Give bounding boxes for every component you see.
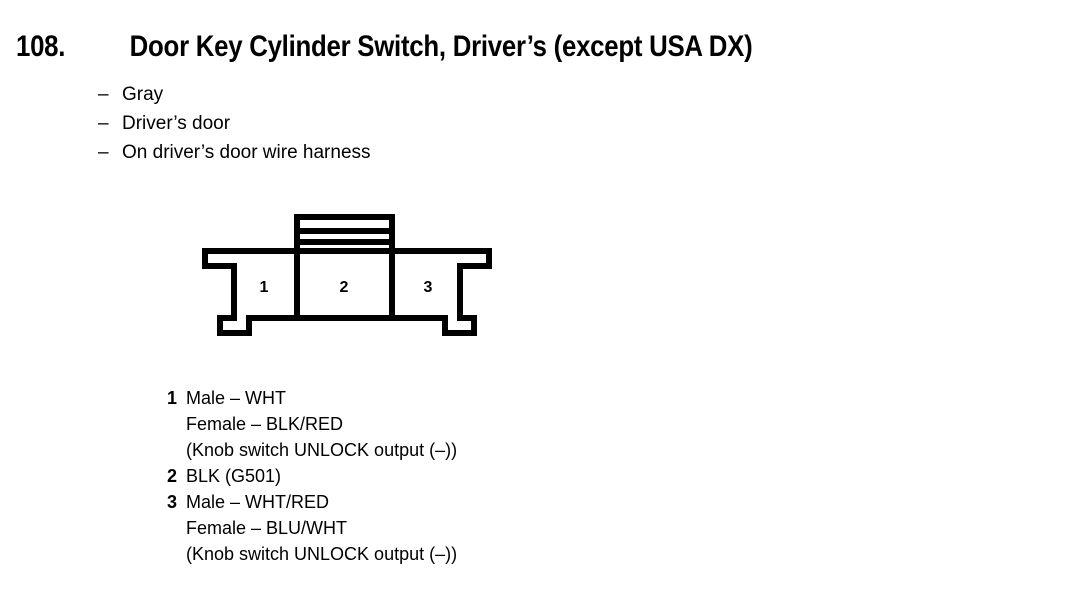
pin-legend-line: (Knob switch UNLOCK output (–)) [186, 544, 458, 564]
attribute-item-label: Driver’s door [122, 113, 231, 134]
attribute-item-color: – Gray [98, 80, 371, 109]
pin-legend-description: Male – WHT/RED Female – BLU/WHT (Knob sw… [186, 489, 457, 567]
pin-legend-entry-3: 3 Male – WHT/RED Female – BLU/WHT (Knob … [152, 489, 457, 567]
pin-legend-number: 2 [166, 466, 177, 486]
attribute-item-location: – Driver’s door [98, 109, 371, 138]
attribute-list: – Gray – Driver’s door – On driver’s doo… [98, 80, 371, 167]
pin-legend-number: 3 [166, 492, 177, 512]
page-title: 108. Door Key Cylinder Switch, Driver’s … [12, 30, 803, 64]
pin-legend-entry-1: 1 Male – WHT Female – BLK/RED (Knob swit… [152, 385, 457, 463]
pin-legend-number: 1 [166, 388, 177, 408]
pin-legend-line: (Knob switch UNLOCK output (–)) [186, 440, 458, 460]
pin-legend: 1 Male – WHT Female – BLK/RED (Knob swit… [152, 385, 457, 567]
connector-diagram: 1 2 3 [202, 214, 492, 339]
cavity-number-2: 2 [340, 279, 349, 296]
page-title-number: 108. [16, 30, 66, 63]
pin-legend-description: Male – WHT Female – BLK/RED (Knob switch… [186, 385, 457, 463]
pin-legend-line: Female – BLU/WHT [186, 518, 348, 538]
pin-legend-line: Female – BLK/RED [186, 414, 344, 434]
page-title-text: Door Key Cylinder Switch, Driver’s (exce… [129, 30, 753, 63]
pin-legend-description: BLK (G501) [186, 463, 281, 489]
connector-body-path [202, 248, 492, 336]
attribute-item-harness: – On driver’s door wire harness [98, 138, 371, 167]
pin-legend-line: Male – WHT/RED [186, 492, 330, 512]
pin-legend-entry-2: 2 BLK (G501) [152, 463, 457, 489]
dash-marker-icon: – [98, 84, 109, 105]
attribute-item-label: Gray [122, 84, 164, 105]
cavity-number-1: 1 [260, 279, 269, 296]
dash-marker-icon: – [98, 113, 109, 134]
connector-outline-icon: 1 2 3 [202, 214, 492, 336]
attribute-item-label: On driver’s door wire harness [122, 142, 371, 163]
pin-legend-line: Male – WHT [186, 388, 287, 408]
cavity-number-3: 3 [424, 279, 433, 296]
dash-marker-icon: – [98, 142, 109, 163]
pin-legend-line: BLK (G501) [186, 466, 282, 486]
